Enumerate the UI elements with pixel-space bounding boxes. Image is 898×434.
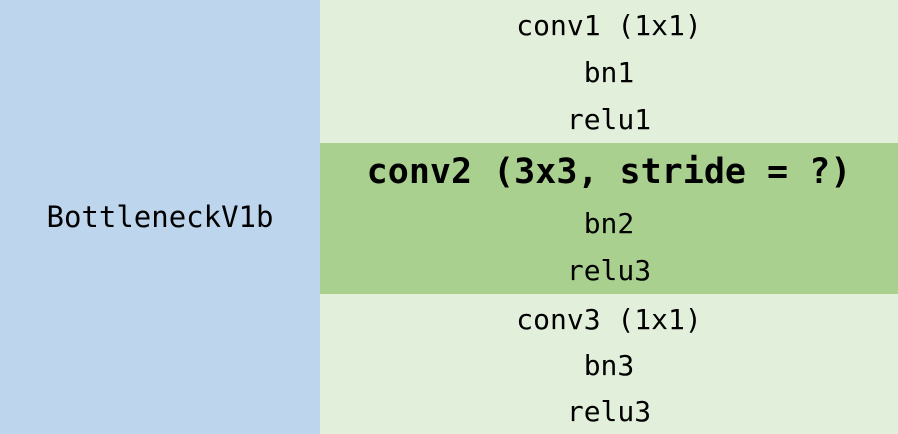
layer-column: conv1 (1x1) bn1 relu1 conv2 (3x3, stride…	[320, 0, 898, 434]
layer-group-1: conv1 (1x1) bn1 relu1	[320, 0, 898, 143]
layer-conv2: conv2 (3x3, stride = ?)	[366, 151, 852, 192]
layer-relu2: relu3	[566, 254, 652, 287]
layer-conv3: conv3 (1x1)	[516, 302, 702, 336]
layer-bn2: bn2	[583, 207, 635, 240]
layer-relu3: relu3	[566, 394, 652, 428]
layer-bn1: bn1	[583, 56, 635, 89]
layer-bn3: bn3	[583, 348, 635, 382]
layer-group-3: conv3 (1x1) bn3 relu3	[320, 294, 898, 434]
layer-group-2-highlighted: conv2 (3x3, stride = ?) bn2 relu3	[320, 143, 898, 294]
block-label: BottleneckV1b	[46, 200, 274, 234]
layer-conv1: conv1 (1x1)	[516, 9, 702, 42]
block-label-cell: BottleneckV1b	[0, 0, 320, 434]
layer-relu1: relu1	[566, 103, 652, 136]
